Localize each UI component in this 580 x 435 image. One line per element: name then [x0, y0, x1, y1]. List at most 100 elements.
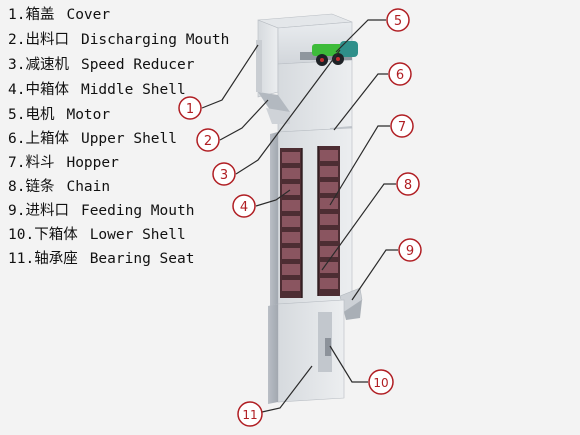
callout-number: 11	[242, 408, 257, 422]
legend-english-label: Cover	[66, 7, 111, 23]
callout-number: 7	[398, 120, 406, 135]
cover-edge	[256, 40, 262, 92]
callout-circle	[390, 114, 414, 138]
legend-number: 10.	[8, 227, 35, 243]
middle-shell-side	[270, 132, 278, 306]
legend-english-label: Hopper	[66, 155, 119, 171]
callout-circle	[368, 369, 394, 395]
leader-3	[235, 49, 341, 175]
upper-shell	[256, 13, 353, 135]
legend-number: 8.	[8, 179, 26, 195]
callout-number: 9	[406, 244, 414, 259]
legend-chinese-label: 料斗	[25, 155, 55, 171]
discharging-mouth	[258, 92, 290, 112]
legend-chinese-label: 中箱体	[25, 82, 69, 98]
callout-1: 1	[178, 96, 202, 120]
callout-number: 2	[204, 134, 212, 149]
leader-lines	[201, 19, 398, 413]
hopper	[282, 216, 300, 227]
callout-2: 2	[196, 128, 220, 152]
callout-number: 4	[240, 200, 248, 215]
leader-1	[201, 44, 259, 109]
callout-8: 8	[396, 172, 420, 196]
speed-reducer-body	[340, 41, 358, 57]
legend-chinese-label: 下箱体	[34, 227, 78, 243]
callout-number: 10	[373, 376, 388, 390]
leader-4	[255, 189, 291, 207]
legend-number: 7.	[8, 155, 26, 171]
callout-circle	[396, 172, 420, 196]
lower-shell-front	[277, 299, 345, 403]
legend-chinese-label: 进料口	[25, 203, 69, 219]
legend-number: 1.	[8, 7, 26, 23]
leader-2	[219, 99, 269, 141]
leader-6	[333, 73, 388, 131]
feeding-mouth-side	[344, 300, 362, 320]
callout-number: 8	[404, 178, 412, 193]
callout-3: 3	[212, 162, 236, 186]
legend-number: 9.	[8, 203, 26, 219]
callout-circle	[232, 194, 256, 218]
callout-number: 5	[394, 14, 402, 29]
legend-item-discharging-mouth: 2.出料口 Discharging Mouth	[8, 28, 229, 50]
legend-number: 2.	[8, 32, 26, 48]
legend-number: 6.	[8, 131, 26, 147]
legend-english-label: Upper Shell	[80, 131, 177, 147]
legend-english-label: Chain	[66, 179, 111, 195]
leader-10	[329, 345, 368, 383]
legend-chinese-label: 减速机	[25, 57, 69, 73]
hopper	[282, 152, 300, 163]
legend-english-label: Motor	[66, 107, 111, 123]
bearing-seat	[325, 338, 331, 356]
legend-chinese-label: 出料口	[25, 32, 69, 48]
callout-number: 1	[186, 102, 194, 117]
legend-number: 4.	[8, 82, 26, 98]
middle-shell	[270, 127, 353, 306]
legend-item-speed-reducer: 3.减速机 Speed Reducer	[8, 53, 194, 75]
legend-english-label: Discharging Mouth	[80, 32, 230, 48]
legend-english-label: Bearing Seat	[89, 251, 195, 267]
leader-7	[329, 125, 390, 206]
hopper	[282, 232, 300, 243]
legend-item-chain: 8.链条 Chain	[8, 175, 110, 197]
callout-number: 3	[220, 168, 228, 183]
leader-11	[261, 365, 313, 413]
hopper	[282, 184, 300, 195]
legend-chinese-label: 链条	[25, 179, 55, 195]
hopper	[320, 198, 338, 209]
callout-9: 9	[398, 238, 422, 262]
hopper	[282, 168, 300, 179]
legend-number: 3.	[8, 57, 26, 73]
leader-5	[335, 19, 386, 53]
legend-item-lower-shell: 10.下箱体 Lower Shell	[8, 223, 186, 245]
legend-chinese-label: 上箱体	[25, 131, 69, 147]
legend-item-hopper: 7.料斗 Hopper	[8, 151, 119, 173]
hopper	[320, 246, 338, 257]
hopper	[282, 248, 300, 259]
callout-circle	[388, 62, 412, 86]
callout-11: 11	[237, 401, 263, 427]
legend-english-label: Lower Shell	[89, 227, 186, 243]
hopper	[320, 230, 338, 241]
callout-circle	[178, 96, 202, 120]
callout-6: 6	[388, 62, 412, 86]
hopper	[320, 262, 338, 273]
callout-circle	[237, 401, 263, 427]
callout-7: 7	[390, 114, 414, 138]
legend-item-upper-shell: 6.上箱体 Upper Shell	[8, 127, 177, 149]
hopper	[320, 150, 338, 161]
hopper	[320, 166, 338, 177]
left-hoppers	[282, 152, 300, 291]
legend-english-label: Speed Reducer	[80, 57, 195, 73]
legend-english-label: Middle Shell	[80, 82, 186, 98]
discharge-chute	[266, 108, 290, 124]
lower-shell	[268, 299, 345, 404]
callout-4: 4	[232, 194, 256, 218]
hopper	[282, 264, 300, 275]
callout-circle	[196, 128, 220, 152]
right-hoppers	[320, 150, 338, 289]
